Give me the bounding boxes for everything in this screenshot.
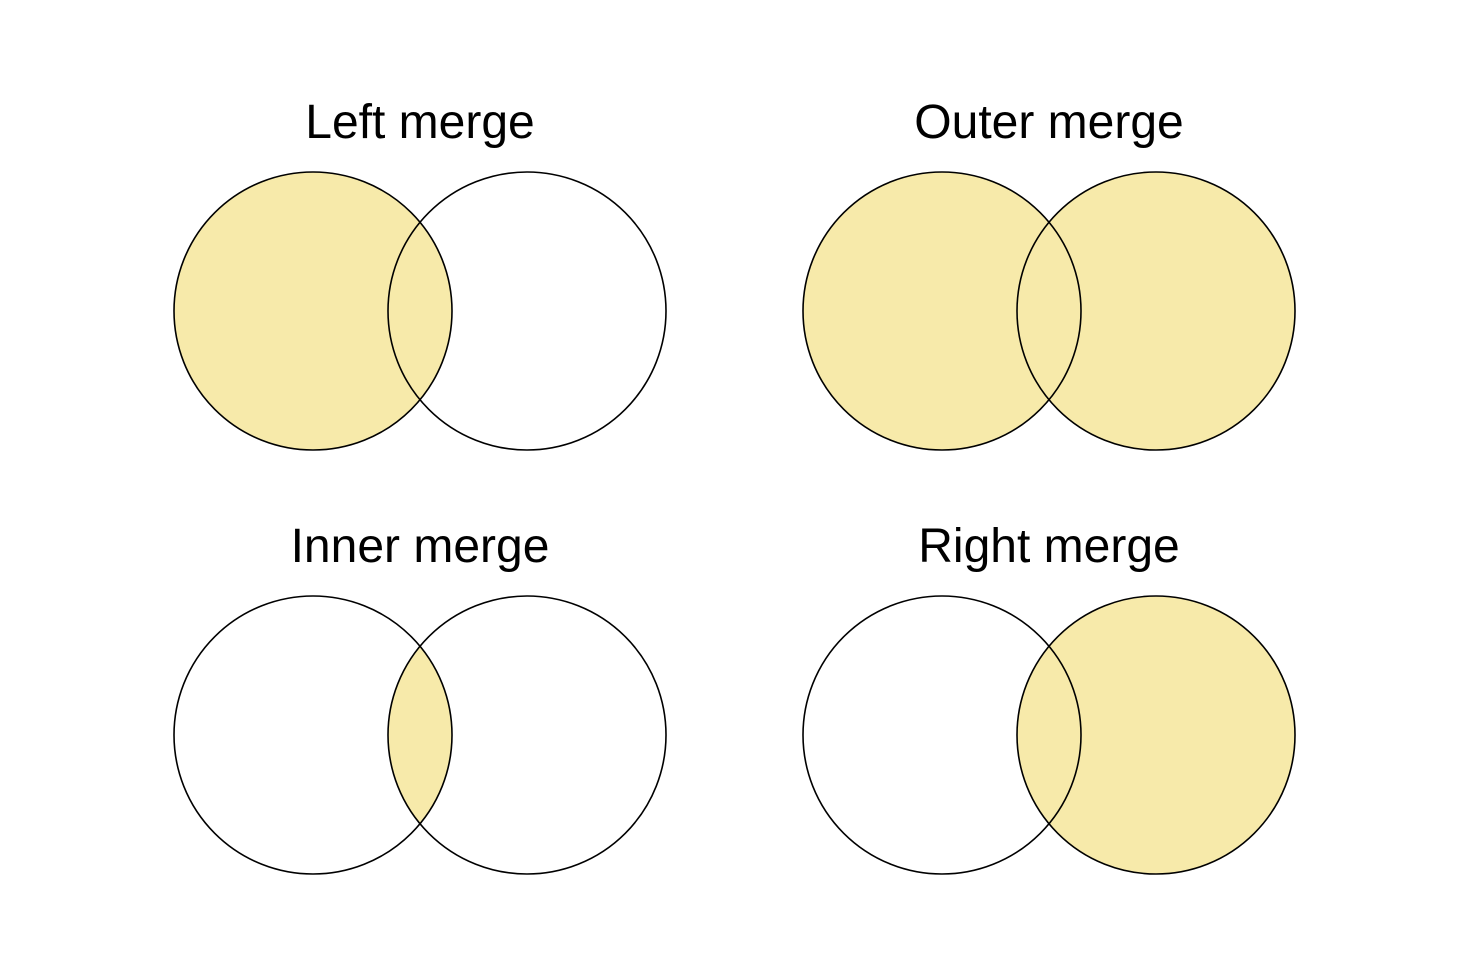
panel-left-merge: Left merge (173, 96, 667, 451)
region-overlap (388, 172, 452, 450)
panel-title: Right merge (918, 520, 1179, 573)
region-left-only (803, 172, 1081, 450)
left-circle-outline (802, 171, 1082, 451)
left-circle-outline (173, 595, 453, 875)
region-right-only (1017, 596, 1295, 874)
venn-outer-merge (802, 171, 1296, 451)
venn-left-merge (173, 171, 667, 451)
right-circle-outline (1016, 595, 1296, 875)
region-overlap (388, 596, 452, 874)
venn-right-merge (802, 595, 1296, 875)
right-circle-outline (1016, 171, 1296, 451)
region-left-only (174, 172, 452, 450)
right-circle-outline (387, 595, 667, 875)
venn-inner-merge (173, 595, 667, 875)
panel-right-merge: Right merge (802, 520, 1296, 875)
panel-title: Inner merge (291, 520, 550, 573)
region-right-only (1017, 172, 1295, 450)
right-circle-outline (387, 171, 667, 451)
left-circle-outline (173, 171, 453, 451)
panel-inner-merge: Inner merge (173, 520, 667, 875)
panel-outer-merge: Outer merge (802, 96, 1296, 451)
panel-title: Left merge (305, 96, 534, 149)
panel-title: Outer merge (914, 96, 1183, 149)
left-circle-outline (802, 595, 1082, 875)
